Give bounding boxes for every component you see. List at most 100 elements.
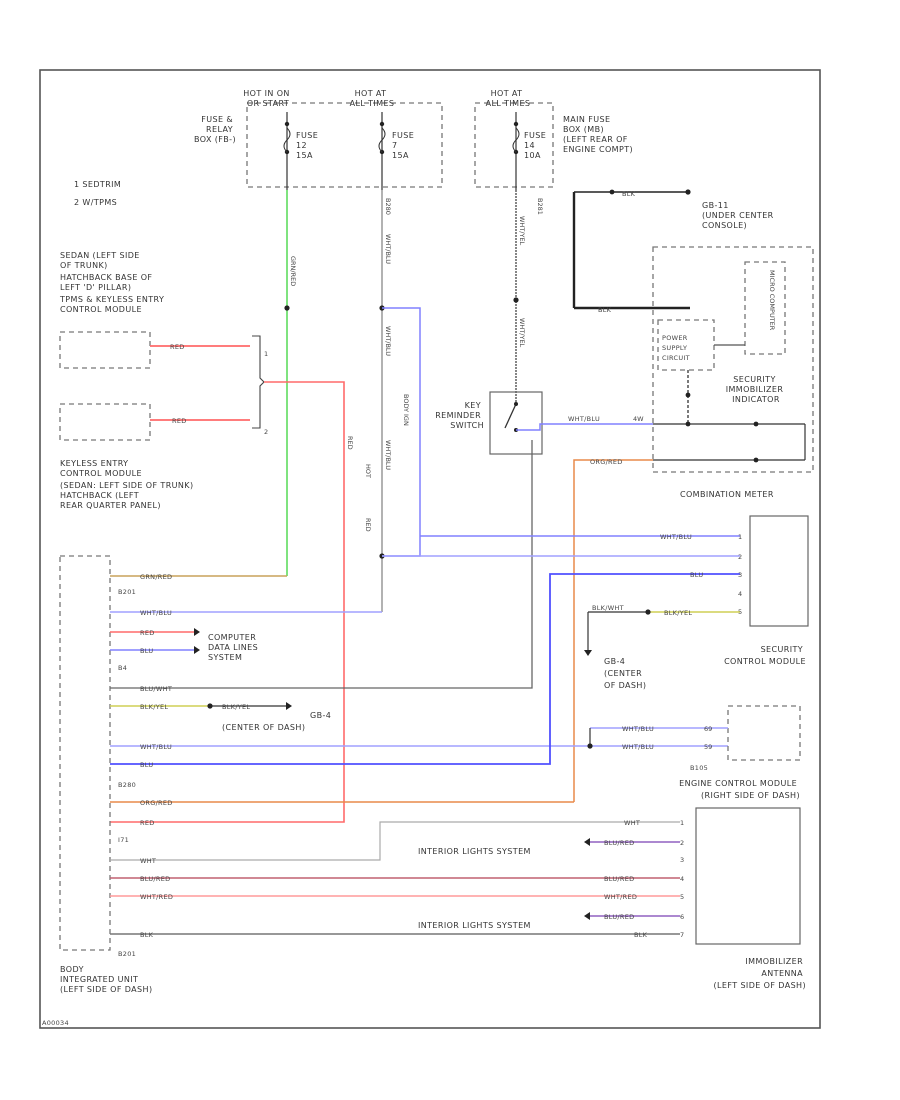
immo-pin-2: 2	[680, 839, 684, 847]
sec-pin-1: 1	[738, 533, 742, 541]
svg-text:15A: 15A	[392, 151, 409, 160]
wire-label-wht-red-body: WHT/RED	[140, 893, 173, 901]
wire-wht-immo	[110, 821, 680, 861]
ground-splice	[609, 189, 615, 195]
ground-gb4-label: GB-4 (CENTER OF DASH)	[604, 657, 646, 690]
wire-label-blk-top: BLK	[622, 190, 636, 198]
splice-key	[513, 297, 519, 303]
wire-label-blu-wht-key: BLU/WHT	[140, 685, 172, 693]
wire-label-wht-blu-sec: WHT/BLU	[660, 533, 692, 541]
wire-label-org-red-body: ORG/RED	[140, 799, 173, 807]
meter-splice-4	[753, 457, 759, 463]
immo-pin-5: 5	[680, 893, 684, 901]
splice-grn	[284, 305, 290, 311]
wire-label-org-red-meter: ORG/RED	[590, 458, 623, 466]
keyless-module-box	[59, 403, 151, 441]
svg-text:BLU: BLU	[140, 647, 153, 655]
wire-label-wht-blu-meter: WHT/BLU	[568, 415, 600, 423]
wire-label-red-keyless: RED	[172, 417, 187, 425]
main-fuse-box-outline	[474, 102, 554, 188]
svg-text:BLK/YEL: BLK/YEL	[664, 609, 692, 617]
wire-label-wht-body: WHT	[140, 857, 156, 865]
immo-pin-7: 7	[680, 931, 684, 939]
interior-lights-1: BLU/RED INTERIOR LIGHTS SYSTEM	[418, 838, 680, 856]
meter-splice-1	[685, 392, 691, 398]
data-lines-group: RED BLU COMPUTER DATA LINES SYSTEM	[110, 628, 261, 662]
svg-text:FUSE: FUSE	[296, 131, 318, 140]
wire-label-wht-yel-2: WHT/YEL	[518, 318, 526, 348]
svg-text:14: 14	[524, 141, 535, 150]
wire-label-wht-blu-ecm-1: WHT/BLU	[622, 725, 654, 733]
wire-label-blu-sec: BLU	[690, 571, 703, 579]
main-fuse-box-label: MAIN FUSE BOX (MB) (LEFT REAR OF ENGINE …	[563, 115, 633, 154]
option-2: 2	[264, 428, 268, 436]
wire-org-red-meter	[573, 459, 653, 802]
wire-label-b181: B281	[536, 198, 544, 215]
immobilizer-antenna-box	[695, 807, 801, 945]
wire-label-b280-top: B280	[384, 198, 392, 215]
keyless-module-label: KEYLESS ENTRY CONTROL MODULE (SEDAN: LEF…	[60, 459, 196, 510]
wire-label-red-tpms: RED	[170, 343, 185, 351]
fuse-7: FUSE 7 15A	[378, 112, 414, 190]
security-module-label: SECURITY CONTROL MODULE	[724, 645, 806, 666]
security-ground: BLK/YEL BLK/WHT GB-4 (CENTER OF DASH)	[584, 604, 740, 690]
ground-gb4-branch: BLK/YEL BLK/YEL GB-4 (CENTER OF DASH)	[110, 702, 331, 732]
pin-wht-blu-meter: 4W	[633, 415, 644, 423]
wire-blu-wht-key	[110, 440, 533, 689]
meter-splice-2	[685, 421, 691, 427]
svg-text:INTERIOR LIGHTS SYSTEM: INTERIOR LIGHTS SYSTEM	[418, 847, 531, 856]
wire-label-blu-body: BLU	[140, 761, 153, 769]
interior-lights-2: BLU/RED INTERIOR LIGHTS SYSTEM	[418, 912, 680, 930]
ground-center-console-label: GB-11 (UNDER CENTER CONSOLE)	[702, 201, 777, 230]
svg-text:INTERIOR LIGHTS SYSTEM: INTERIOR LIGHTS SYSTEM	[418, 921, 531, 930]
svg-text:BLK/WHT: BLK/WHT	[592, 604, 624, 612]
ecm-label: ENGINE CONTROL MODULE (RIGHT SIDE OF DAS…	[679, 779, 800, 800]
combination-meter-outline	[652, 246, 814, 473]
wire-label-grn-red-top: GRN/RED	[289, 256, 297, 286]
immo-pin-3: 3	[680, 856, 684, 864]
svg-text:FUSE: FUSE	[392, 131, 414, 140]
note-1: 1 SEDTRIM	[74, 180, 121, 189]
tpms-module-label: SEDAN (LEFT SIDE OF TRUNK) HATCHBACK BAS…	[59, 251, 167, 314]
connector-i71: I71	[118, 836, 129, 844]
svg-text:12: 12	[296, 141, 307, 150]
wire-label-wht-blu-ecm: WHT/BLU	[140, 743, 172, 751]
note-2: 2 W/TPMS	[74, 198, 117, 207]
wire-label-blu-red-immo: BLU/RED	[604, 875, 634, 883]
fuse-14: FUSE 14 10A	[512, 112, 546, 190]
svg-text:FUSE: FUSE	[524, 131, 546, 140]
computer-data-lines-label: COMPUTER DATA LINES SYSTEM	[208, 633, 261, 662]
ecm-pin-b: 59	[704, 743, 712, 751]
wire-label-red-body: RED	[140, 819, 155, 827]
security-indicator-label: SECURITY IMMOBILIZER INDICATOR	[726, 375, 787, 404]
ecm-box	[727, 705, 801, 761]
wire-label-wht-red-immo: WHT/RED	[604, 893, 637, 901]
hot-at-all-times-label-2: HOT AT ALL TIMES	[486, 89, 531, 108]
wire-label-ign: IGN	[402, 414, 410, 426]
connector-b201-top: B201	[118, 588, 136, 596]
tpms-module-box	[59, 331, 151, 369]
wire-label-wht-immo: WHT	[624, 819, 640, 827]
ecm-splice	[587, 743, 593, 749]
wire-blu-security	[110, 573, 740, 765]
wire-label-wht-blu-1: WHT/BLU	[384, 234, 392, 264]
security-control-module-box	[749, 515, 809, 627]
diagram-code: A00034	[42, 1019, 69, 1027]
connector-b4: B4	[118, 664, 127, 672]
key-reminder-switch: KEY REMINDER SWITCH	[435, 391, 543, 455]
wire-wht-blu-meter	[516, 423, 653, 431]
svg-text:7: 7	[392, 141, 398, 150]
immobilizer-antenna-label: IMMOBILIZER ANTENNA (LEFT SIDE OF DASH)	[714, 957, 806, 990]
immo-pin-6: 6	[680, 913, 684, 921]
wire-label-blk-immo: BLK	[634, 931, 648, 939]
body-integrated-unit-box	[59, 555, 111, 951]
ecm-connector: B105	[690, 764, 708, 772]
combination-meter-label: COMBINATION METER	[680, 490, 774, 499]
fuse-relay-box-label: FUSE & RELAY BOX (FB-)	[194, 115, 236, 144]
wire-label-blk-mid: BLK	[598, 306, 612, 314]
svg-text:RED: RED	[140, 629, 155, 637]
power-supply-label: POWER SUPPLY CIRCUIT	[662, 334, 690, 362]
wire-label-blk-body: BLK	[140, 931, 154, 939]
fuse-12: FUSE 12 15A	[283, 112, 318, 190]
